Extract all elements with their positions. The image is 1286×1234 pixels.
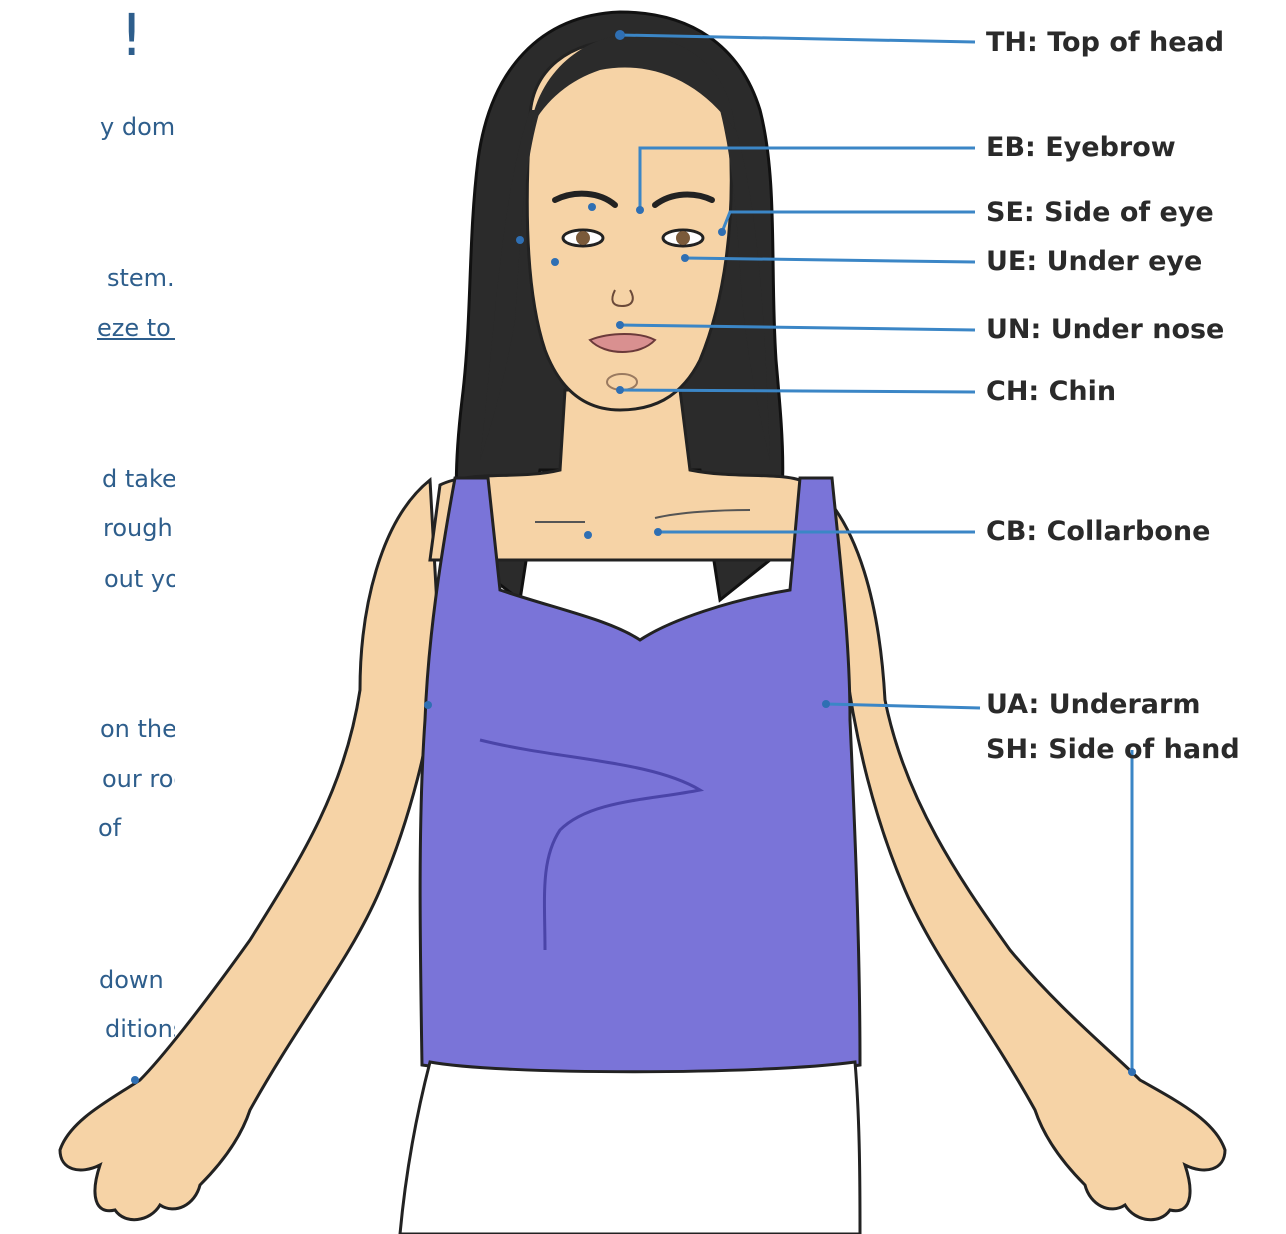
label-underarm: UA: Underarm <box>986 690 1200 720</box>
dot-underarm-left <box>424 701 432 709</box>
face <box>527 40 731 410</box>
label-chin: CH: Chin <box>986 377 1116 407</box>
label-under-nose: UN: Under nose <box>986 315 1224 345</box>
dot-side-of-eye <box>718 228 726 236</box>
right-arm <box>808 480 1225 1220</box>
label-top-of-head: TH: Top of head <box>986 28 1224 58</box>
dot-under-eye-left <box>551 258 559 266</box>
dot-side-of-hand <box>1128 1068 1136 1076</box>
dot-under-eye <box>681 254 689 262</box>
leader-chin <box>620 390 975 392</box>
label-collarbone: CB: Collarbone <box>986 517 1210 547</box>
dot-chin <box>616 386 624 394</box>
label-eyebrow: EB: Eyebrow <box>986 133 1176 163</box>
label-side-of-hand: SH: Side of hand <box>986 735 1240 765</box>
label-side-of-eye: SE: Side of eye <box>986 198 1214 228</box>
tank-top <box>420 478 860 1078</box>
pants <box>400 1062 860 1234</box>
dot-side-of-eye-left <box>516 236 524 244</box>
dot-eyebrow-left <box>588 203 596 211</box>
dot-collarbone <box>654 528 662 536</box>
dot-collarbone-left <box>584 531 592 539</box>
dot-under-nose <box>616 321 624 329</box>
dot-top-of-head <box>615 30 625 40</box>
dot-side-of-hand-left <box>131 1076 139 1084</box>
dot-underarm <box>822 700 830 708</box>
dot-eyebrow <box>636 206 644 214</box>
label-under-eye: UE: Under eye <box>986 247 1202 277</box>
left-arm <box>60 480 440 1220</box>
